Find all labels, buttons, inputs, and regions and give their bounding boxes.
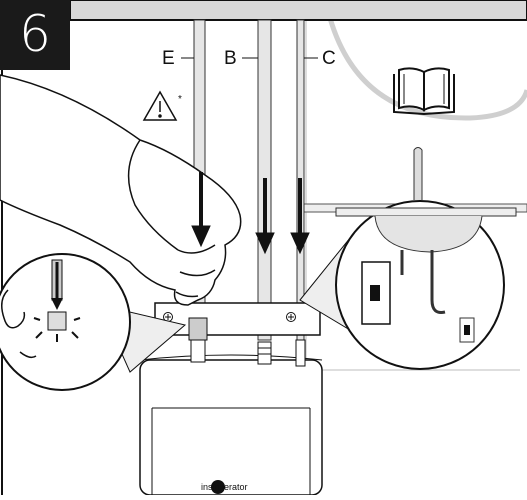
top-frame-bar [69, 0, 527, 21]
ear-icon [0, 253, 187, 391]
brand-logo-text: insinkerator [201, 482, 248, 492]
warning-icon: * [142, 90, 182, 121]
pipe-label-c: C [322, 48, 336, 69]
magnifier-callout [299, 147, 517, 370]
pipe-label-b: B [224, 48, 237, 69]
pipe-label-e: E [162, 48, 175, 69]
svg-text:*: * [178, 94, 182, 105]
manual-book-icon [393, 67, 455, 116]
step-number: 6 [19, 5, 51, 63]
gloved-hand [0, 74, 242, 306]
down-arrow-icon [191, 172, 310, 255]
water-tank-unit [139, 302, 323, 496]
step-number-box: 6 [0, 0, 70, 70]
